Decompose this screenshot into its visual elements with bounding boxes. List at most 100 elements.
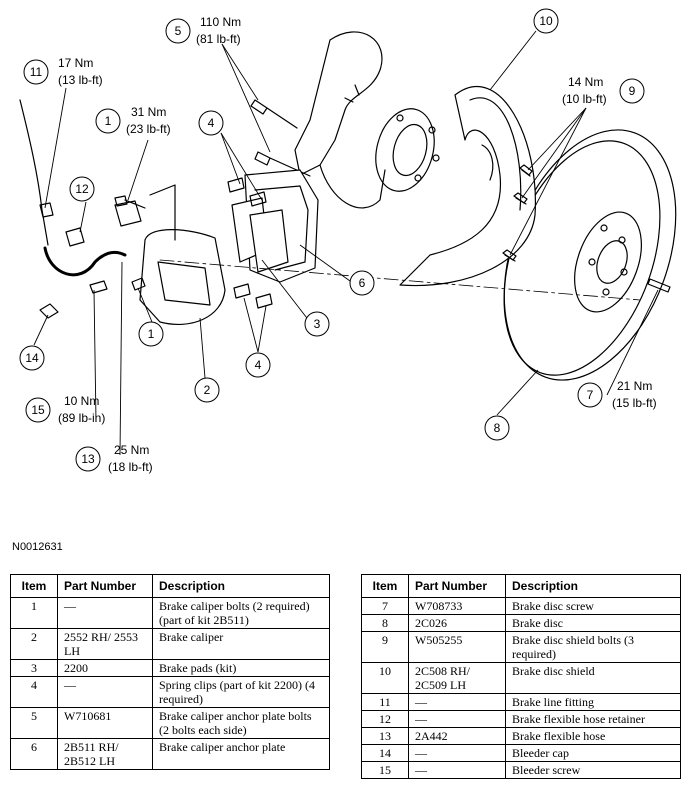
cell-item: 4 [10,676,58,708]
brake-caliper-drawing [114,184,226,326]
cell-part-number: W708733 [408,597,506,615]
cell-description: Brake pads (kit) [152,659,330,677]
leader-lines [33,30,659,456]
cell-description: Brake caliper bolts (2 required) (part o… [152,597,330,629]
callout-num-11: 11 [30,65,43,79]
cell-item: 6 [10,738,58,770]
cell-part-number: W505255 [408,631,506,663]
cell-item: 2 [10,628,58,660]
header-part-number: Part Number [57,574,153,598]
callout-circle-11 [23,59,49,85]
brake-disc-shield-drawing [399,86,537,287]
table-row: 9 W505255 Brake disc shield bolts (3 req… [361,631,681,663]
cell-description: Brake flexible hose retainer [505,710,681,728]
cell-item: 12 [361,710,409,728]
torque-5-nm: 110 Nm [200,15,241,29]
header-item: Item [361,574,409,598]
callout-num-9: 9 [629,84,636,98]
cell-description: Bleeder cap [505,744,681,762]
brake-line-drawing [19,99,54,246]
cell-description: Brake caliper [152,628,330,660]
label-6: 6 [359,276,366,290]
callout-circle-5 [165,18,191,44]
cell-part-number: — [408,710,506,728]
cell-part-number: — [57,597,153,629]
cell-item: 10 [361,662,409,694]
table-row: 12 — Brake flexible hose retainer [361,710,681,728]
cell-description: Spring clips (part of kit 2200) (4 requi… [152,676,330,708]
callout-circle-3 [304,311,330,337]
label-4b: 4 [255,358,262,372]
table-row: 7 W708733 Brake disc screw [361,597,681,615]
table-row: 13 2A442 Brake flexible hose [361,727,681,745]
table-row: 11 — Brake line fitting [361,693,681,711]
table-row: 1 — Brake caliper bolts (2 required) (pa… [10,597,330,629]
callout-circle-2 [194,377,220,403]
cell-description: Bleeder screw [505,761,681,779]
knuckle-hub-drawing [294,31,440,209]
cell-description: Brake disc shield [505,662,681,694]
table-row: 4 — Spring clips (part of kit 2200) (4 r… [10,676,330,708]
label-3: 3 [314,317,321,331]
cell-item: 7 [361,597,409,615]
header-description: Description [505,574,681,598]
torque-13-lbft: (18 lb-ft) [108,460,153,474]
parts-table-left: Item Part Number Description 1 — Brake c… [10,574,330,770]
brake-pads-drawing [231,197,289,273]
table-row: 2 2552 RH/ 2553 LH Brake caliper [10,628,330,660]
cell-description: Brake disc [505,614,681,632]
cell-part-number: W710681 [57,707,153,739]
cell-part-number: 2C508 RH/ 2C509 LH [408,662,506,694]
callout-circle-1a [95,108,121,134]
callout-circle-8 [484,415,510,441]
cell-description: Brake line fitting [505,693,681,711]
table-row: 10 2C508 RH/ 2C509 LH Brake disc shield [361,662,681,694]
cell-item: 8 [361,614,409,632]
callout-num-5: 5 [175,24,182,38]
callout-circle-14 [19,345,45,371]
cell-part-number: — [408,693,506,711]
table-row: 6 2B511 RH/ 2B512 LH Brake caliper ancho… [10,738,330,770]
table-header-row: Item Part Number Description [10,574,330,598]
callout-circle-15 [25,397,51,423]
torque-15-lbin: (89 lb-in) [58,411,105,425]
cell-item: 14 [361,744,409,762]
cell-item: 9 [361,631,409,663]
cell-description: Brake caliper anchor plate [152,738,330,770]
torque-1-lbft: (23 lb-ft) [126,122,171,136]
cell-item: 1 [10,597,58,629]
brake-disc-drawing [503,129,677,381]
cell-item: 13 [361,727,409,745]
callout-circle-9 [619,78,645,104]
figure-id: N0012631 [12,541,63,553]
callout-circle-12 [69,176,95,202]
cell-description: Brake disc screw [505,597,681,615]
table-row: 15 — Bleeder screw [361,761,681,779]
callout-circle-6 [349,270,375,296]
flexible-hose-drawing [43,227,127,277]
table-row: 3 2200 Brake pads (kit) [10,659,330,677]
cell-part-number: 2552 RH/ 2553 LH [57,628,153,660]
cell-item: 15 [361,761,409,779]
torque-1-nm: 31 Nm [131,105,166,119]
callout-num-7: 7 [587,388,594,402]
torque-11-lbft: (13 lb-ft) [58,73,103,87]
callout-num-15: 15 [31,403,45,417]
label-4a: 4 [208,116,215,130]
callout-num-1a: 1 [105,114,112,128]
callout-circle-4b [245,352,271,378]
label-10: 10 [539,14,553,28]
torque-15-nm: 10 Nm [64,394,99,408]
caliper-bolts-drawing [114,195,146,291]
anchor-plate-bolts-drawing [250,99,311,177]
torque-7-nm: 21 Nm [617,379,652,393]
cell-part-number: 2B511 RH/ 2B512 LH [57,738,153,770]
cell-description: Brake flexible hose [505,727,681,745]
table-row: 5 W710681 Brake caliper anchor plate bol… [10,707,330,739]
cell-part-number: 2A442 [408,727,506,745]
cell-description: Brake caliper anchor plate bolts (2 bolt… [152,707,330,739]
parts-table-right: Item Part Number Description 7 W708733 B… [361,574,681,779]
header-part-number: Part Number [408,574,506,598]
label-14: 14 [25,351,39,365]
cell-description: Brake disc shield bolts (3 required) [505,631,681,663]
